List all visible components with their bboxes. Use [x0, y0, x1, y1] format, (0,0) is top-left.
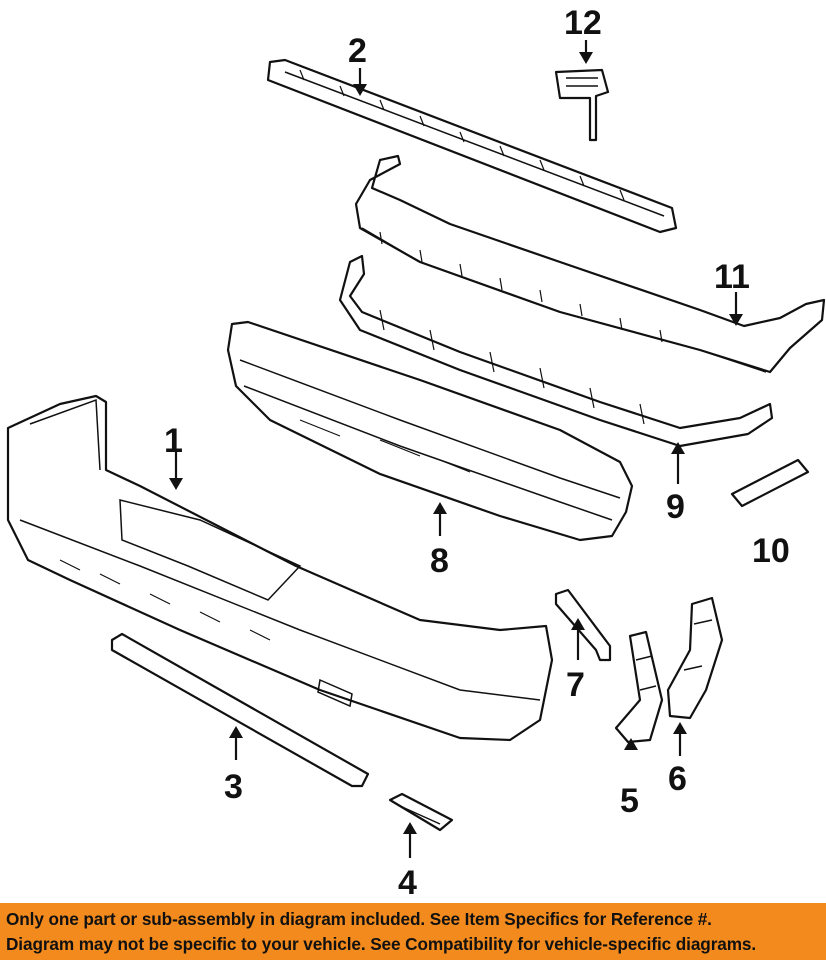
callout-8: 8	[430, 542, 449, 580]
part-6-bracket	[666, 596, 724, 720]
part-12-clip	[554, 68, 610, 142]
callout-9: 9	[666, 488, 685, 526]
part-2-reinforcement	[266, 58, 678, 234]
callout-5: 5	[620, 782, 639, 820]
disclaimer-banner: Only one part or sub-assembly in diagram…	[0, 903, 826, 960]
part-9-support-rail	[338, 254, 774, 448]
callout-1: 1	[164, 422, 183, 460]
callout-11: 11	[714, 258, 750, 296]
part-8-energy-absorber	[226, 320, 634, 542]
part-10-molding	[730, 458, 810, 508]
callout-12: 12	[564, 4, 602, 42]
callout-2: 2	[348, 32, 367, 70]
part-11-upper-cover	[354, 154, 826, 374]
disclaimer-line-2: Diagram may not be specific to your vehi…	[6, 933, 757, 954]
leader-lines	[169, 40, 743, 858]
disclaimer-line-1: Only one part or sub-assembly in diagram…	[6, 908, 712, 929]
part-7-brace	[554, 588, 612, 662]
part-4-bracket	[388, 792, 454, 832]
bumper-parts-diagram: 2 12 11 1 9 10 8 7 3 5 6 4	[6, 4, 826, 900]
callout-3: 3	[224, 768, 243, 806]
part-5-bracket	[614, 630, 664, 744]
callout-10: 10	[752, 532, 790, 570]
part-3-lower-strip	[110, 632, 370, 788]
part-1-bumper-cover	[6, 394, 554, 742]
callout-4: 4	[398, 864, 417, 900]
callout-7: 7	[566, 666, 585, 704]
callout-6: 6	[668, 760, 687, 798]
